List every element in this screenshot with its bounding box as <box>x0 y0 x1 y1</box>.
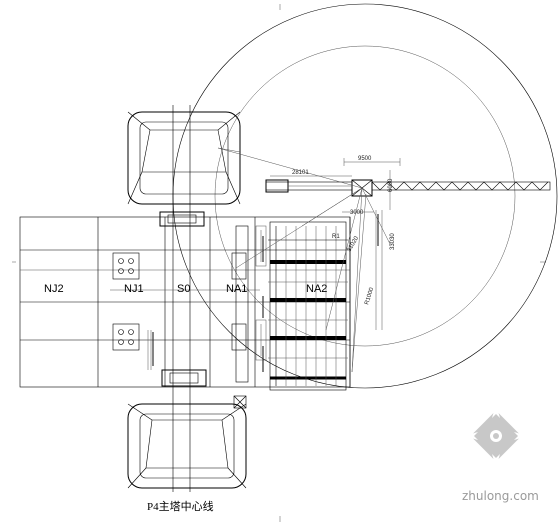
dim-3000: 3000 <box>350 210 364 216</box>
dim-31020: 31020 <box>347 235 361 253</box>
dimension-lines <box>270 158 401 330</box>
tower-crane <box>265 179 551 197</box>
dim-r1: R1 <box>332 234 340 240</box>
traveller-formwork <box>235 221 348 391</box>
tower-centerline-caption: P4主塔中心线 <box>147 499 214 513</box>
segment-grid <box>19 216 351 388</box>
upper-tower-leg <box>127 111 241 227</box>
crane-radial-lines <box>217 147 391 373</box>
dim-33030: 33030 <box>390 233 396 250</box>
lower-tower-leg <box>127 369 247 489</box>
watermark-site-text: zhulong.com <box>462 489 539 503</box>
dim-r1000: R1000 <box>364 286 375 305</box>
label-na1: NA1 <box>226 283 247 295</box>
tower-centerline <box>110 105 260 492</box>
annotation-marks <box>152 214 379 372</box>
inner-swing-circle <box>214 45 516 347</box>
segment-labels: NJ2 NJ1 S0 NA1 NA2 <box>44 283 327 295</box>
dim-9500: 9500 <box>358 156 372 162</box>
label-nj2: NJ2 <box>44 283 64 295</box>
label-s0: S0 <box>177 283 190 295</box>
zhulong-watermark: zhulong.com <box>462 404 539 503</box>
zhulong-logo-icon <box>464 404 528 468</box>
label-na2: NA2 <box>306 283 327 295</box>
anchor-plates <box>112 252 247 370</box>
dim-6000: 6000 <box>388 178 394 192</box>
label-nj1: NJ1 <box>124 283 144 295</box>
dim-28101: 28101 <box>292 170 309 176</box>
